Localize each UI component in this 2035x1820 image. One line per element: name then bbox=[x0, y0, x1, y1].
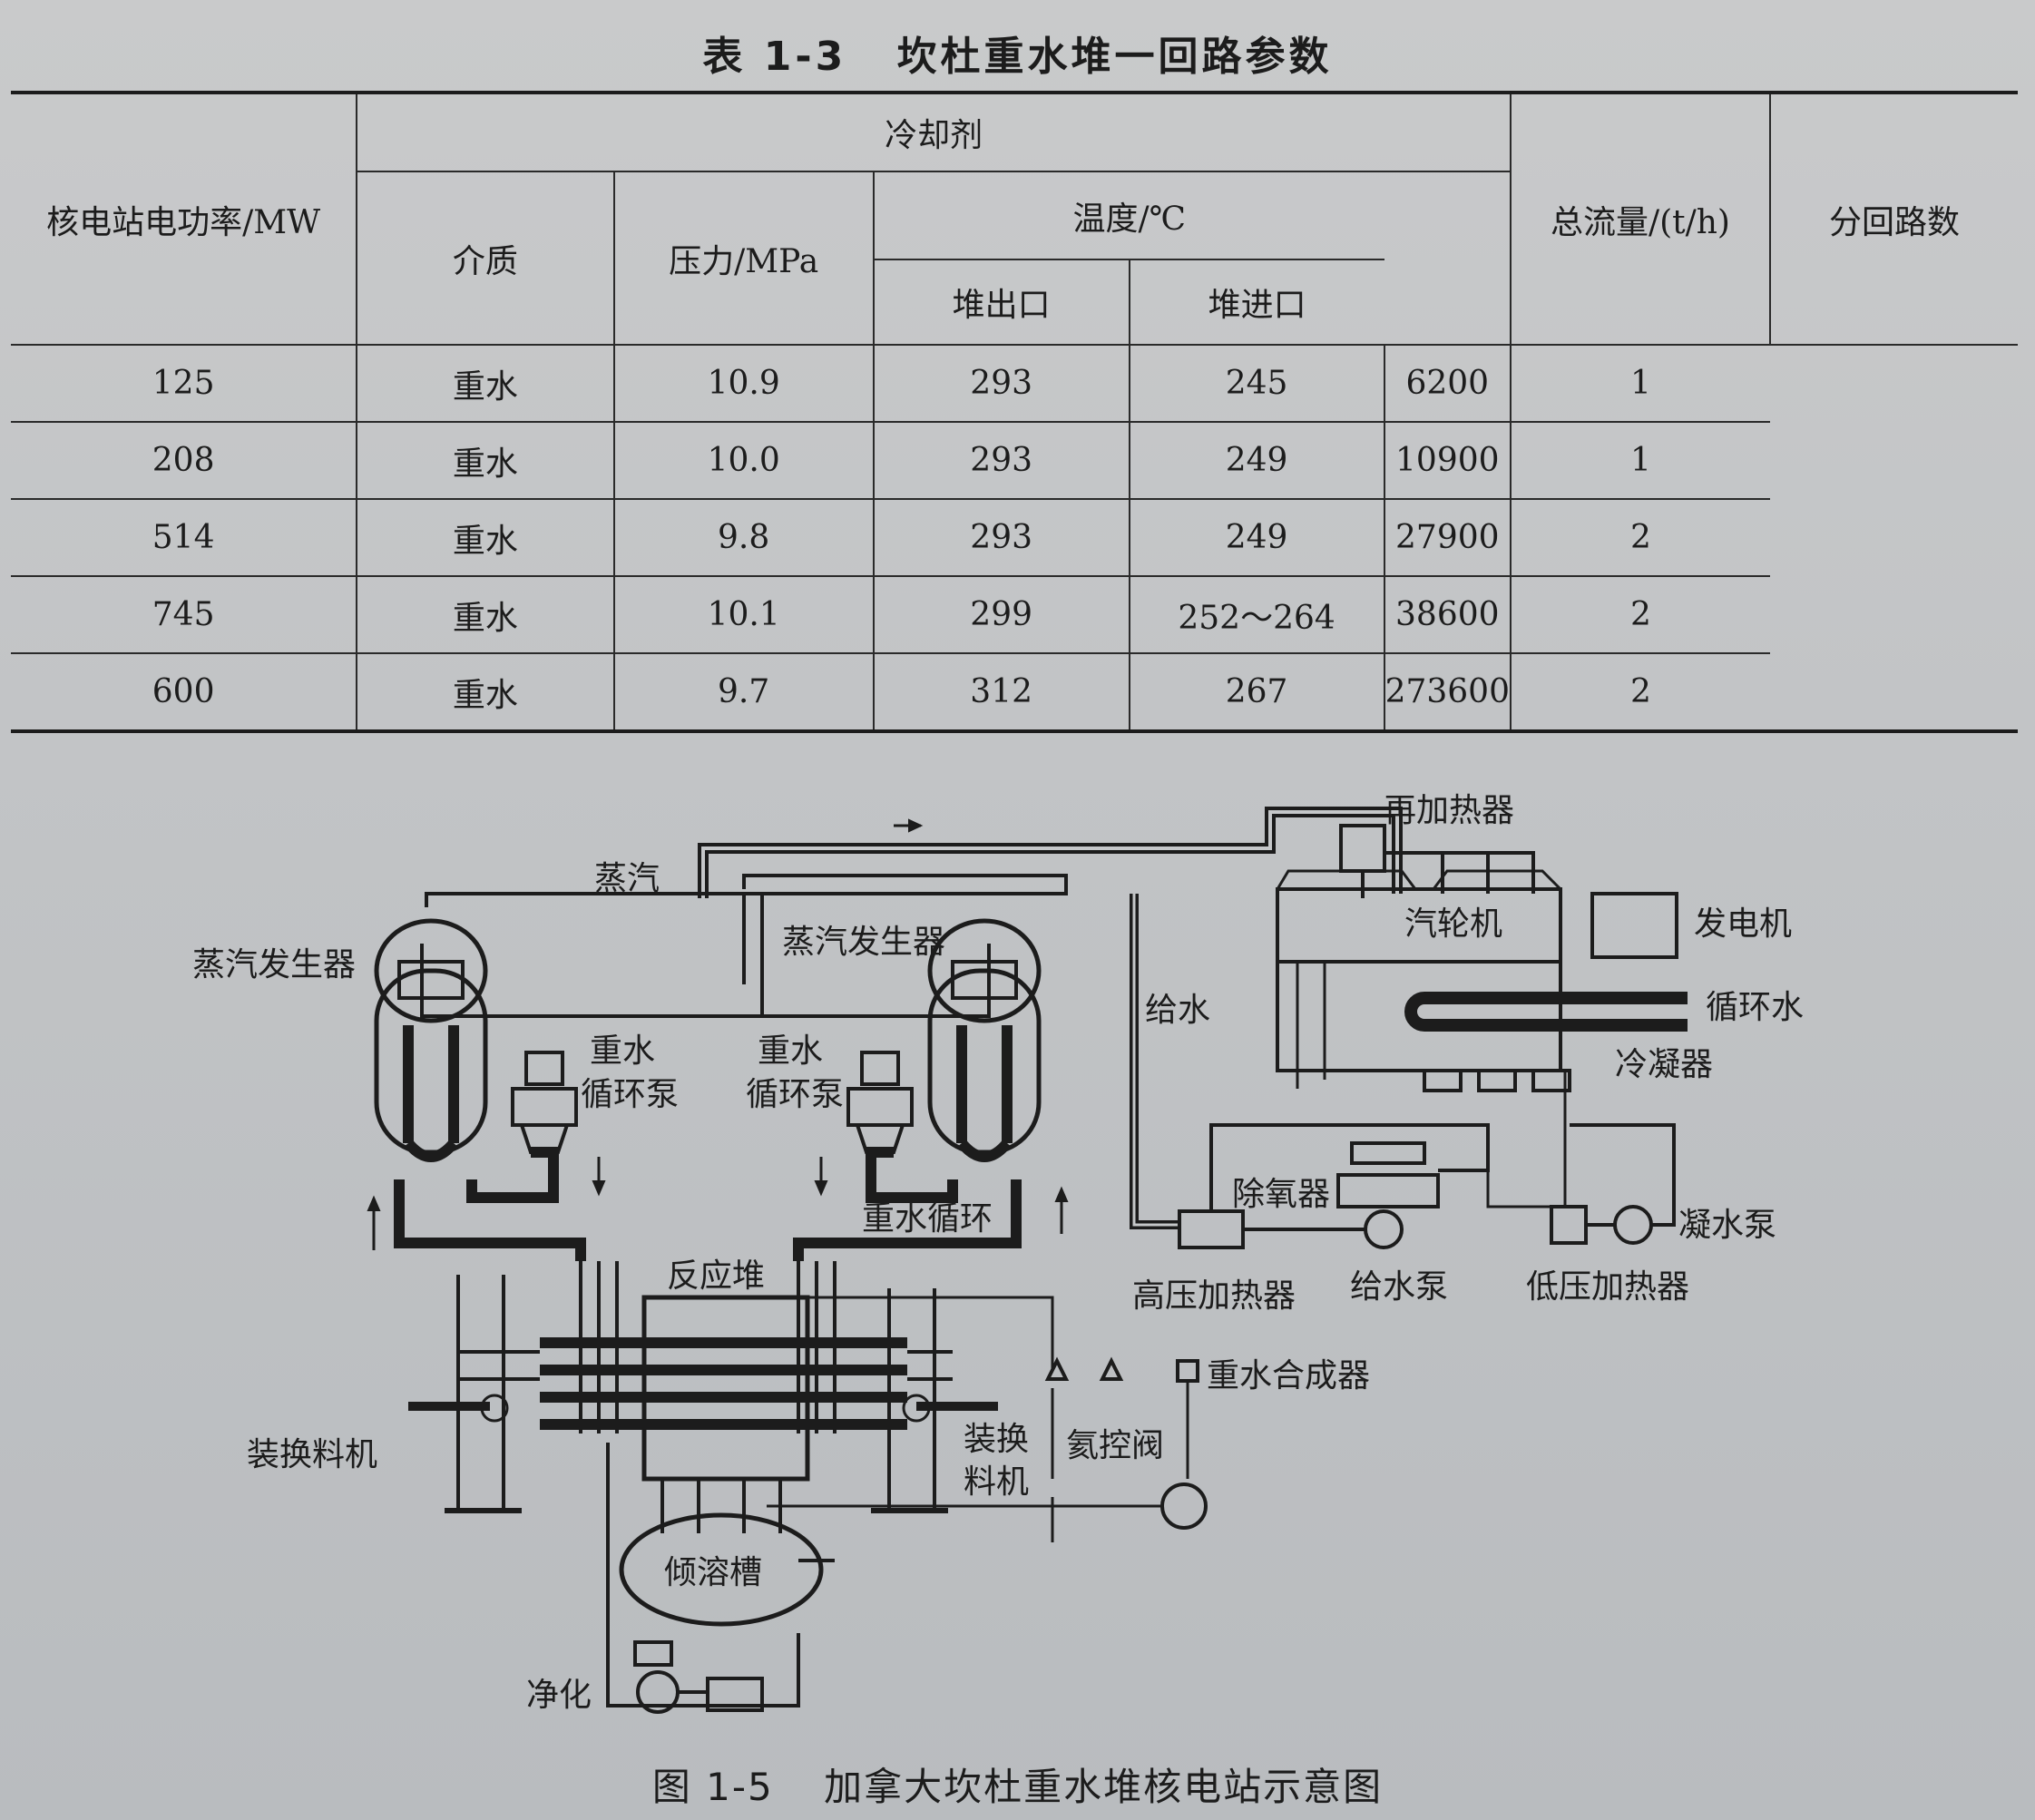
label-deaerator: 除氧器 bbox=[1232, 1176, 1330, 1213]
cell-outlet: 293 bbox=[872, 421, 1130, 500]
table-row: 745 重水 10.1 299 252～264 38600 2 bbox=[11, 575, 2018, 654]
label-lp-heater: 低压加热器 bbox=[1526, 1268, 1689, 1306]
table-row: 514 重水 9.8 293 249 27900 2 bbox=[11, 498, 2018, 577]
cell-power: 208 bbox=[11, 421, 358, 500]
cell-inlet: 249 bbox=[1128, 421, 1385, 500]
label-hp-heater: 高压加热器 bbox=[1132, 1277, 1296, 1315]
cell-power: 514 bbox=[11, 498, 358, 577]
label-steam-generator-left: 蒸汽发生器 bbox=[192, 946, 356, 983]
table-number: 表 1-3 bbox=[702, 34, 847, 80]
label-feed-pump: 给水泵 bbox=[1350, 1268, 1448, 1306]
label-hw-pump-right-2: 循环泵 bbox=[746, 1076, 844, 1113]
cell-pressure: 10.9 bbox=[612, 344, 875, 423]
table-caption: 坎杜重水堆一回路参数 bbox=[896, 34, 1333, 80]
label-turbine: 汽轮机 bbox=[1404, 905, 1502, 943]
table-title: 表 1-3 坎杜重水堆一回路参数 bbox=[0, 24, 2035, 82]
cell-pressure: 10.1 bbox=[612, 575, 875, 654]
label-steam: 蒸汽 bbox=[594, 860, 660, 897]
header-temperature: 温度/℃ bbox=[872, 171, 1384, 260]
cell-medium: 重水 bbox=[356, 421, 615, 500]
cell-flow: 6200 bbox=[1383, 344, 1512, 423]
label-dump-tank: 倾溶槽 bbox=[664, 1554, 762, 1591]
table-row: 125 重水 10.9 293 245 6200 1 bbox=[11, 344, 2018, 423]
cell-power: 600 bbox=[11, 652, 358, 732]
cell-power: 125 bbox=[11, 344, 358, 423]
label-purification: 净化 bbox=[526, 1677, 592, 1714]
header-inlet: 堆进口 bbox=[1128, 259, 1384, 346]
cell-pressure: 9.7 bbox=[612, 652, 875, 732]
label-fuel-machine-right-2: 料机 bbox=[964, 1463, 1029, 1501]
cell-inlet: 249 bbox=[1128, 498, 1385, 577]
cell-loops: 2 bbox=[1510, 498, 1770, 577]
figure-number: 图 1-5 bbox=[651, 1765, 774, 1809]
label-reheater: 再加热器 bbox=[1384, 792, 1514, 829]
figure-caption: 图 1-5 加拿大坎杜重水堆核电站示意图 bbox=[0, 1756, 2035, 1812]
label-cooling-water: 循环水 bbox=[1706, 989, 1804, 1026]
label-steam-generator-right: 蒸汽发生器 bbox=[782, 924, 945, 961]
cell-inlet: 252～264 bbox=[1128, 575, 1385, 654]
cell-outlet: 293 bbox=[872, 344, 1130, 423]
header-pressure: 压力/MPa bbox=[612, 171, 875, 346]
label-fuel-machine-right-1: 装换 bbox=[964, 1421, 1029, 1458]
header-coolant: 冷却剂 bbox=[356, 92, 1512, 172]
label-condensate-pump: 凝水泵 bbox=[1678, 1207, 1776, 1244]
cell-medium: 重水 bbox=[356, 652, 615, 732]
table-row: 600 重水 9.7 312 267 273600 2 bbox=[11, 652, 2018, 732]
cell-outlet: 312 bbox=[872, 652, 1130, 732]
cell-inlet: 245 bbox=[1128, 344, 1385, 423]
header-power: 核电站电功率/MW bbox=[11, 92, 358, 346]
label-hw-pump-right-1: 重水 bbox=[758, 1032, 823, 1070]
label-hw-pump-left-2: 循环泵 bbox=[581, 1076, 679, 1113]
cell-outlet: 299 bbox=[872, 575, 1130, 654]
header-loops: 分回路数 bbox=[1768, 92, 2018, 346]
label-hw-loop: 重水循环 bbox=[862, 1200, 993, 1238]
cell-flow: 10900 bbox=[1383, 421, 1512, 500]
parameter-table: 核电站电功率/MW 冷却剂 总流量/(t/h) 分回路数 介质 压力/MPa 温… bbox=[11, 91, 2018, 733]
cell-medium: 重水 bbox=[356, 498, 615, 577]
label-d2-recombiner: 重水合成器 bbox=[1207, 1357, 1370, 1394]
cell-pressure: 10.0 bbox=[612, 421, 875, 500]
table-row: 208 重水 10.0 293 249 10900 1 bbox=[11, 421, 2018, 500]
label-feedwater: 给水 bbox=[1145, 992, 1210, 1029]
cell-loops: 1 bbox=[1510, 344, 1770, 423]
cell-medium: 重水 bbox=[356, 344, 615, 423]
label-hw-pump-left-1: 重水 bbox=[590, 1032, 655, 1070]
label-condenser: 冷凝器 bbox=[1615, 1046, 1713, 1083]
header-outlet: 堆出口 bbox=[873, 259, 1130, 346]
figure-title: 加拿大坎杜重水堆核电站示意图 bbox=[824, 1765, 1384, 1809]
label-reactor: 反应堆 bbox=[667, 1257, 765, 1295]
cell-flow: 273600 bbox=[1383, 652, 1512, 732]
cell-loops: 2 bbox=[1510, 652, 1770, 732]
header-medium: 介质 bbox=[357, 171, 615, 346]
cell-flow: 38600 bbox=[1383, 575, 1512, 654]
cell-medium: 重水 bbox=[356, 575, 615, 654]
cell-loops: 1 bbox=[1510, 421, 1770, 500]
header-flow: 总流量/(t/h) bbox=[1510, 92, 1771, 346]
cell-loops: 2 bbox=[1510, 575, 1770, 654]
label-fuel-machine-left: 装换料机 bbox=[247, 1436, 377, 1473]
cell-pressure: 9.8 bbox=[612, 498, 875, 577]
cell-inlet: 267 bbox=[1128, 652, 1385, 732]
cell-power: 745 bbox=[11, 575, 358, 654]
label-generator: 发电机 bbox=[1694, 905, 1792, 943]
cell-outlet: 293 bbox=[872, 498, 1130, 577]
cell-flow: 27900 bbox=[1383, 498, 1512, 577]
label-helium-valve: 氦控阀 bbox=[1066, 1427, 1164, 1464]
